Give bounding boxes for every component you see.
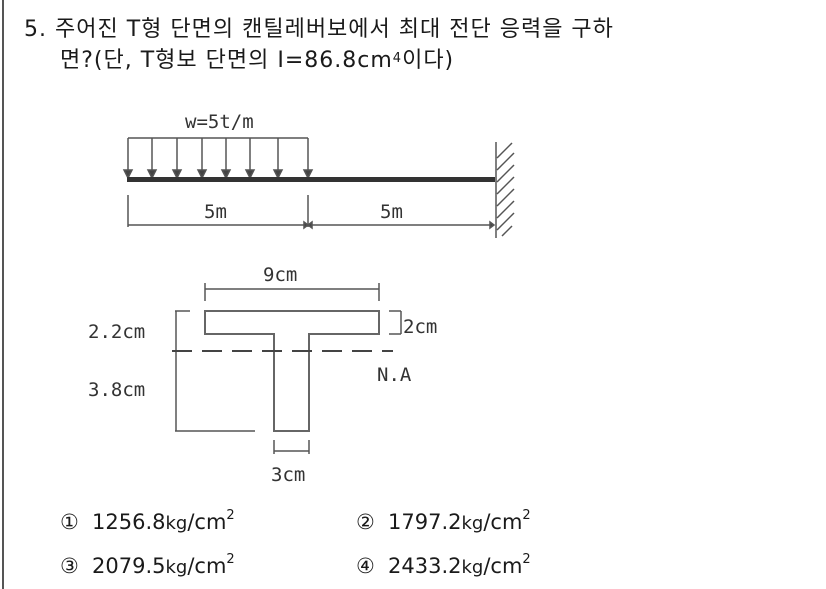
choice-2[interactable]: ② 1797.2kg/cm2 [356, 508, 531, 534]
question-number: 5. [24, 17, 47, 42]
question-line-1-text: 주어진 T형 단면의 캔틸레버보에서 최대 전단 응력을 구하 [55, 17, 614, 42]
question-line-2-pre: 면?(단, T형보 단면의 I=86.8cm [60, 48, 393, 73]
figure: w=5t/m [88, 111, 515, 486]
choice-4[interactable]: ④ 2433.2kg/cm2 [356, 552, 531, 578]
span-dimension [127, 195, 496, 230]
choice-unit: kg [461, 513, 484, 534]
choice-exponent: 2 [226, 508, 235, 523]
exponent: 4 [392, 51, 403, 66]
choice-number: ③ [60, 554, 79, 578]
web-width-label: 3cm [271, 464, 305, 486]
t-section-outline [204, 310, 380, 432]
choice-unit: kg [165, 513, 188, 534]
choice-value: 2433.2 [388, 554, 462, 578]
distributed-load-arrows [122, 138, 314, 180]
choice-unit-denominator: /cm [483, 554, 523, 578]
question-line-2: 면?(단, T형보 단면의 I=86.8cm4이다) [24, 45, 614, 76]
choice-exponent: 2 [226, 552, 235, 567]
choice-unit-denominator: /cm [483, 510, 523, 534]
choice-exponent: 2 [522, 508, 531, 523]
choice-number: ① [60, 510, 79, 534]
choice-number: ② [356, 510, 375, 534]
load-label: w=5t/m [185, 111, 254, 133]
choice-exponent: 2 [522, 552, 531, 567]
choice-unit: kg [165, 557, 188, 578]
choice-unit-denominator: /cm [187, 554, 227, 578]
question-text: 5. 주어진 T형 단면의 캔틸레버보에서 최대 전단 응력을 구하 면?(단,… [24, 14, 614, 76]
choice-number: ④ [356, 554, 375, 578]
question-line-1: 5. 주어진 T형 단면의 캔틸레버보에서 최대 전단 응력을 구하 [24, 14, 614, 45]
choice-unit-denominator: /cm [187, 510, 227, 534]
span-left-label: 5m [204, 201, 227, 223]
choice-value: 1797.2 [388, 510, 462, 534]
beam [127, 177, 495, 182]
neutral-axis-label: N.A [377, 364, 412, 386]
span-right-label: 5m [380, 201, 403, 223]
flange-thickness-label: 2cm [403, 316, 437, 338]
top-to-na-label: 2.2cm [88, 321, 145, 343]
cantilever-beam-diagram: w=5t/m [122, 111, 515, 238]
na-to-bottom-label: 3.8cm [88, 379, 145, 401]
choice-value: 1256.8 [92, 510, 166, 534]
choice-unit: kg [461, 557, 484, 578]
flange-width-label: 9cm [263, 264, 297, 286]
choice-value: 2079.5 [92, 554, 166, 578]
question-line-2-post: 이다) [402, 48, 455, 73]
choice-3[interactable]: ③ 2079.5kg/cm2 [60, 552, 235, 578]
fixed-support-icon [495, 142, 515, 238]
left-border [2, 0, 4, 589]
choice-1[interactable]: ① 1256.8kg/cm2 [60, 508, 235, 534]
t-section-diagram: 9cm 2cm 2.2cm 3.8cm [88, 264, 437, 486]
